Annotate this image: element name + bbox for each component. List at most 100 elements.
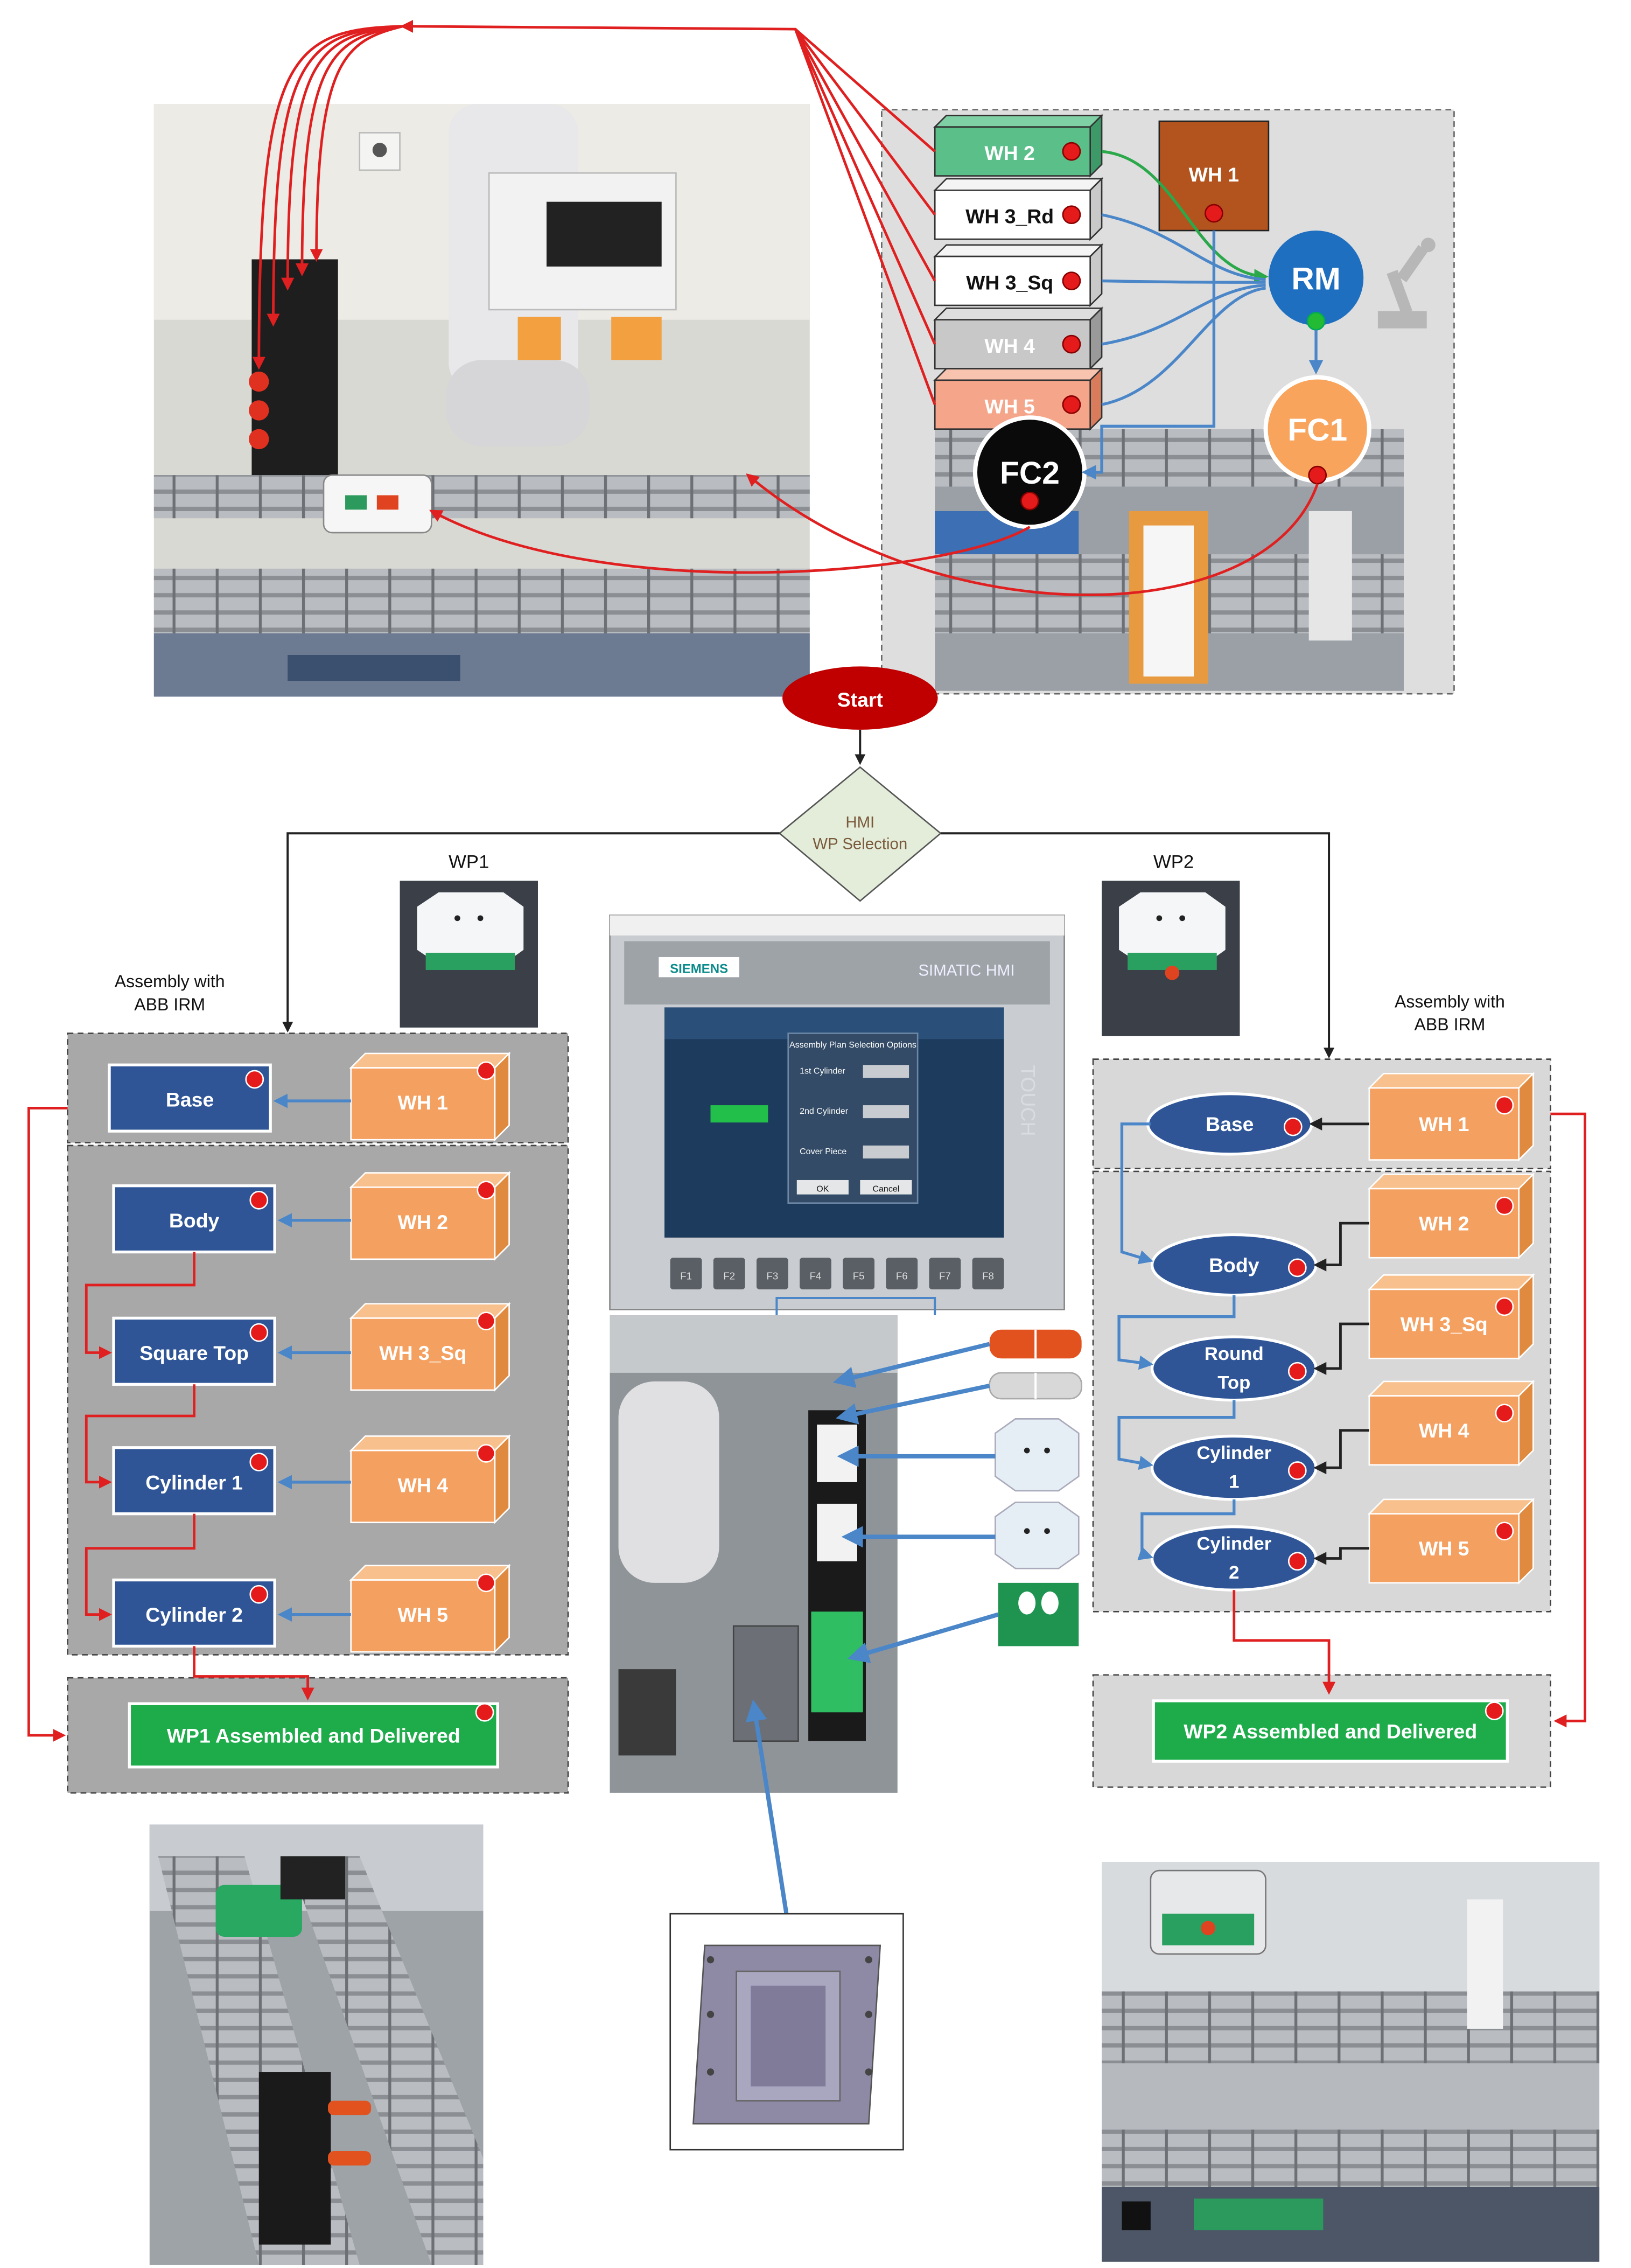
- hmi-cancel-button[interactable]: [860, 1180, 912, 1195]
- hmi-dialog-title: Assembly Plan Selection Options: [789, 1040, 916, 1050]
- svg-text:Round: Round: [1205, 1344, 1264, 1364]
- wp2-delivered-label: WP2 Assembled and Delivered: [1184, 1720, 1477, 1742]
- svg-text:WH 4: WH 4: [398, 1474, 449, 1497]
- wh-cube-wh4: WH 4: [933, 306, 1104, 371]
- rm-label: RM: [1291, 262, 1340, 297]
- start-label: Start: [837, 688, 883, 711]
- svg-text:WH 1: WH 1: [398, 1091, 448, 1114]
- wp2-assembly-caption: Assembly with: [1395, 992, 1505, 1011]
- fc2-node: FC2: [972, 415, 1087, 529]
- svg-text:Top: Top: [1217, 1372, 1250, 1393]
- svg-text:WH 5: WH 5: [398, 1603, 448, 1626]
- hmi-touch: TOUCH: [1017, 1065, 1039, 1136]
- svg-text:F6: F6: [896, 1270, 908, 1281]
- svg-text:F5: F5: [853, 1270, 865, 1281]
- wh-cube-wh2: WH 2: [933, 114, 1104, 178]
- bottom-left-photo: [149, 1824, 484, 2265]
- bottom-right-photo: [1102, 1862, 1600, 2262]
- svg-text:WH 2: WH 2: [398, 1211, 448, 1233]
- wp2-part-cylinder-2: Cylinder 2: [1150, 1525, 1318, 1592]
- wp2-source-wh3-sq: WH 3_Sq: [1367, 1273, 1535, 1360]
- svg-text:Cylinder 1: Cylinder 1: [145, 1471, 243, 1494]
- hmi-label: HMI: [845, 814, 874, 832]
- svg-text:Cancel: Cancel: [872, 1184, 899, 1194]
- pallet-render: [669, 1913, 904, 2151]
- svg-text:WH 5: WH 5: [1419, 1537, 1469, 1560]
- wh-cube-wh5: WH 5: [933, 367, 1104, 431]
- wp1-part-square-top: Square Top: [112, 1316, 276, 1386]
- wp1-source-wh3-sq: WH 3_Sq: [349, 1302, 511, 1392]
- wp1-part-cylinder-2: Cylinder 2: [112, 1578, 276, 1648]
- wp2-assembly-caption: ABB IRM: [1415, 1015, 1486, 1034]
- wp1-source-wh5: WH 5: [349, 1564, 511, 1654]
- wp2-part-cylinder-1: Cylinder 1: [1150, 1434, 1318, 1501]
- hmi-fkey[interactable]: [670, 1258, 702, 1289]
- svg-text:Cylinder 2: Cylinder 2: [145, 1603, 243, 1626]
- wh1-label: WH 1: [1189, 163, 1239, 186]
- wp2-delivered-box: WP2 Assembled and Delivered: [1152, 1699, 1509, 1763]
- hmi-field: Cover Piece: [800, 1147, 846, 1156]
- hmi-field: 1st Cylinder: [800, 1066, 845, 1076]
- hmi-fkey[interactable]: [972, 1258, 1004, 1289]
- fc1-node: FC1: [1263, 375, 1371, 485]
- wh-label: WH 3_Rd: [965, 205, 1054, 228]
- wp2-connectors: [1117, 1112, 1586, 1728]
- hmi-fkey[interactable]: [756, 1258, 788, 1289]
- wh-label: WH 5: [984, 395, 1034, 417]
- wp1-source-wh1: WH 1: [349, 1051, 511, 1142]
- svg-text:Body: Body: [169, 1209, 220, 1232]
- svg-text:Base: Base: [1206, 1113, 1254, 1135]
- hmi-fkey[interactable]: [886, 1258, 918, 1289]
- wp2-source-wh4: WH 4: [1367, 1379, 1535, 1467]
- wp2-title: WP2: [1153, 852, 1194, 872]
- hmi-fkey[interactable]: [800, 1258, 831, 1289]
- svg-text:Square Top: Square Top: [139, 1342, 249, 1364]
- hmi-fkey[interactable]: [929, 1258, 961, 1289]
- wp1-part-base: Base: [108, 1063, 272, 1133]
- fc1-label: FC1: [1287, 413, 1347, 448]
- wp2-source-wh5: WH 5: [1367, 1497, 1535, 1585]
- svg-text:F8: F8: [982, 1270, 994, 1281]
- wh-label: WH 2: [984, 142, 1034, 164]
- svg-text:F7: F7: [939, 1270, 951, 1281]
- wp1-delivered-label: WP1 Assembled and Delivered: [167, 1724, 460, 1747]
- hmi-decision: HMI WP Selection: [778, 766, 942, 902]
- hmi-fkey[interactable]: [713, 1258, 745, 1289]
- wp1-source-wh2: WH 2: [349, 1171, 511, 1261]
- wp1-thumbnail: [400, 881, 538, 1028]
- svg-text:WH 2: WH 2: [1419, 1212, 1469, 1234]
- wp1-panel: [67, 1032, 569, 1794]
- top-connectors: [252, 19, 1324, 596]
- wh1-node: WH 1: [1158, 120, 1270, 232]
- top-warehouses: WH 2 WH 3_Rd WH 3_Sq WH 4: [933, 114, 1104, 431]
- svg-text:WH 3_Sq: WH 3_Sq: [379, 1342, 466, 1364]
- hmi-product: SIMATIC HMI: [918, 962, 1014, 980]
- robot-icon: [1377, 238, 1436, 329]
- wp1-sources: WH 1 WH 2 WH 3_Sq WH 4 W: [349, 1051, 511, 1654]
- hmi-fkey[interactable]: [843, 1258, 875, 1289]
- svg-text:F1: F1: [680, 1270, 692, 1281]
- hmi-ok-button[interactable]: [796, 1180, 849, 1195]
- wp2-part-base: Base: [1146, 1092, 1313, 1156]
- wp2-sources: WH 1 WH 2 WH 3_Sq WH 4 W: [1367, 1072, 1535, 1585]
- wp2-parts: Base Body Round Top Cylinder 1 Cylinder …: [1146, 1092, 1318, 1592]
- svg-text:F3: F3: [766, 1270, 778, 1281]
- svg-text:2: 2: [1229, 1562, 1239, 1583]
- fc2-label: FC2: [1000, 456, 1060, 491]
- svg-text:WH 1: WH 1: [1419, 1113, 1469, 1135]
- wp1-part-body: Body: [112, 1184, 276, 1254]
- wp2-thumbnail: [1102, 881, 1240, 1036]
- wp2-source-wh1: WH 1: [1367, 1072, 1535, 1162]
- wp2-part-round-top: Round Top: [1150, 1335, 1318, 1402]
- svg-text:Base: Base: [166, 1088, 214, 1111]
- hmi-function-keys: F1 F2 F3 F4 F5 F6 F7 F8: [670, 1258, 1004, 1289]
- center-warehouse-photo: [610, 1315, 898, 1793]
- wp1-title: WP1: [449, 852, 489, 872]
- wp1-source-wh4: WH 4: [349, 1434, 511, 1524]
- wp-selection-label: WP Selection: [813, 835, 907, 853]
- hmi-brand: SIEMENS: [670, 961, 728, 976]
- svg-text:Body: Body: [1209, 1254, 1259, 1276]
- rm-node: RM: [1268, 231, 1364, 331]
- center-part-arrows: [745, 1342, 999, 1926]
- svg-text:WH 3_Sq: WH 3_Sq: [1401, 1313, 1488, 1335]
